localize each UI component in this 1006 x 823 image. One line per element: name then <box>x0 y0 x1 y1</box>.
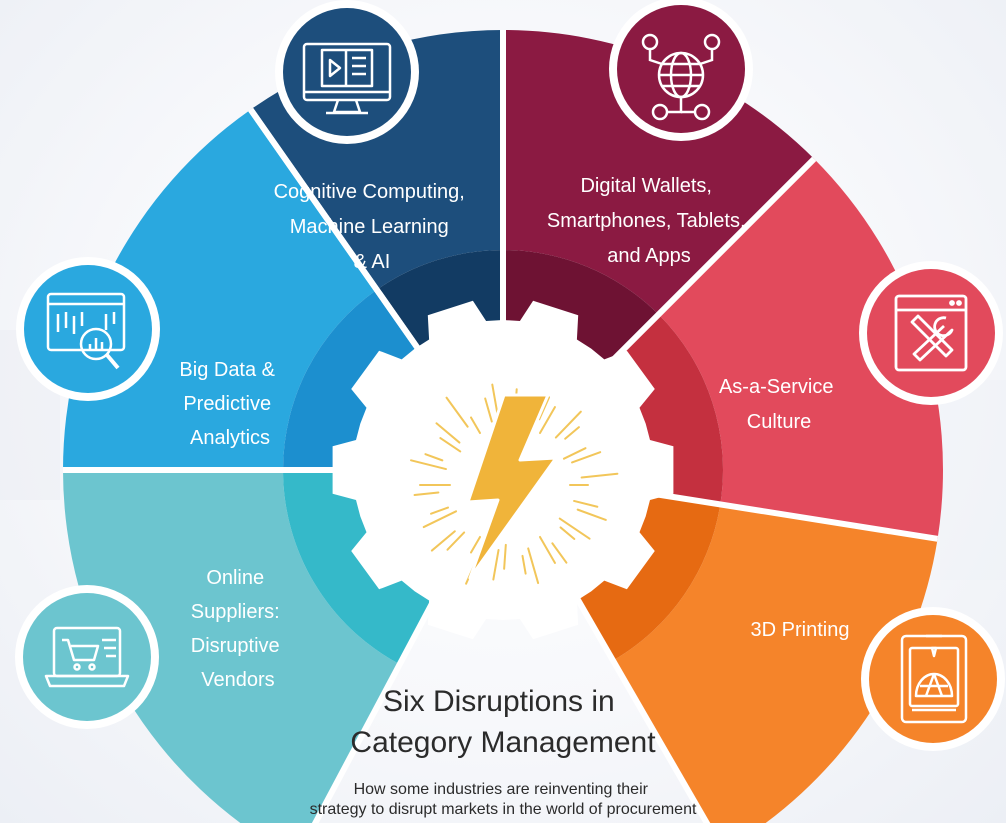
burst-ray <box>558 517 591 540</box>
segment-service <box>658 158 943 539</box>
segment-dividers <box>63 30 939 823</box>
monitor-video-icon <box>302 42 392 115</box>
inner-band-printing <box>563 488 721 661</box>
3d-printer-icon <box>900 634 968 724</box>
laptop-cart-icon <box>44 626 130 688</box>
segment-divider <box>585 156 817 388</box>
burst-ray <box>538 396 551 421</box>
burst-ray <box>435 422 461 444</box>
burst-ray <box>445 396 469 428</box>
label-service: As-a-Service Culture <box>719 376 839 433</box>
burst-ray <box>413 491 440 497</box>
burst-ray <box>439 437 462 453</box>
burst-ray <box>571 451 602 464</box>
burst-rays <box>410 383 619 585</box>
label-printing: 3D Printing <box>751 619 850 641</box>
burst-ray <box>492 548 500 581</box>
page-title: Six Disruptions in Category Management <box>350 685 656 759</box>
burst-ray <box>491 383 499 416</box>
segment-printing <box>613 504 938 823</box>
burst-ray <box>559 526 576 540</box>
burst-ray <box>576 508 607 521</box>
burst-ray <box>539 535 556 564</box>
burst-ray <box>446 531 466 551</box>
segment-suppliers <box>63 470 400 823</box>
icon-badge-suppliers <box>15 585 159 729</box>
burst-ray <box>573 499 599 508</box>
segment-ring <box>63 29 943 823</box>
burst-ray <box>430 530 456 552</box>
burst-ray <box>470 416 481 435</box>
burst-ray <box>484 397 493 423</box>
burst-ray <box>430 506 449 515</box>
segment-labels: Cognitive Computing, Machine Learning & … <box>179 175 849 691</box>
label-wallets: Digital Wallets, Smartphones, Tablets, a… <box>547 175 751 267</box>
lightning-bolt-icon <box>466 393 558 580</box>
burst-ray <box>554 410 582 439</box>
label-bigdata: Big Data & Predictive Analytics <box>179 359 280 449</box>
burst-ray <box>424 453 444 462</box>
icon-badge-cognitive <box>275 0 419 144</box>
burst-ray <box>422 510 458 529</box>
globe-network-icon <box>641 33 721 121</box>
burst-ray <box>410 459 447 471</box>
segment-bigdata <box>63 109 377 471</box>
icon-badge-service <box>859 261 1003 405</box>
burst-ray <box>551 542 568 564</box>
burst-ray <box>527 547 540 585</box>
burst-ray <box>564 426 580 440</box>
icon-badge-printing <box>861 607 1005 751</box>
burst-ray <box>521 554 527 575</box>
label-suppliers: Online Suppliers: Disruptive Vendors <box>191 567 286 691</box>
burst-ray <box>562 447 587 460</box>
burst-ray <box>470 535 481 554</box>
segment-divider <box>248 107 437 374</box>
analytics-magnifier-icon <box>46 292 126 370</box>
burst-ray <box>503 543 507 570</box>
segment-divider <box>621 485 939 542</box>
segment-divider <box>311 574 450 823</box>
page-subtitle: How some industries are reinventing thei… <box>310 781 697 818</box>
segment-divider <box>560 572 711 823</box>
icon-badge-bigdata <box>16 257 160 401</box>
burst-ray <box>539 406 556 435</box>
burst-ray <box>580 472 619 479</box>
label-cognitive: Cognitive Computing, Machine Learning & … <box>274 181 471 273</box>
icon-badge-wallets <box>609 0 753 141</box>
tools-window-icon <box>894 294 968 372</box>
